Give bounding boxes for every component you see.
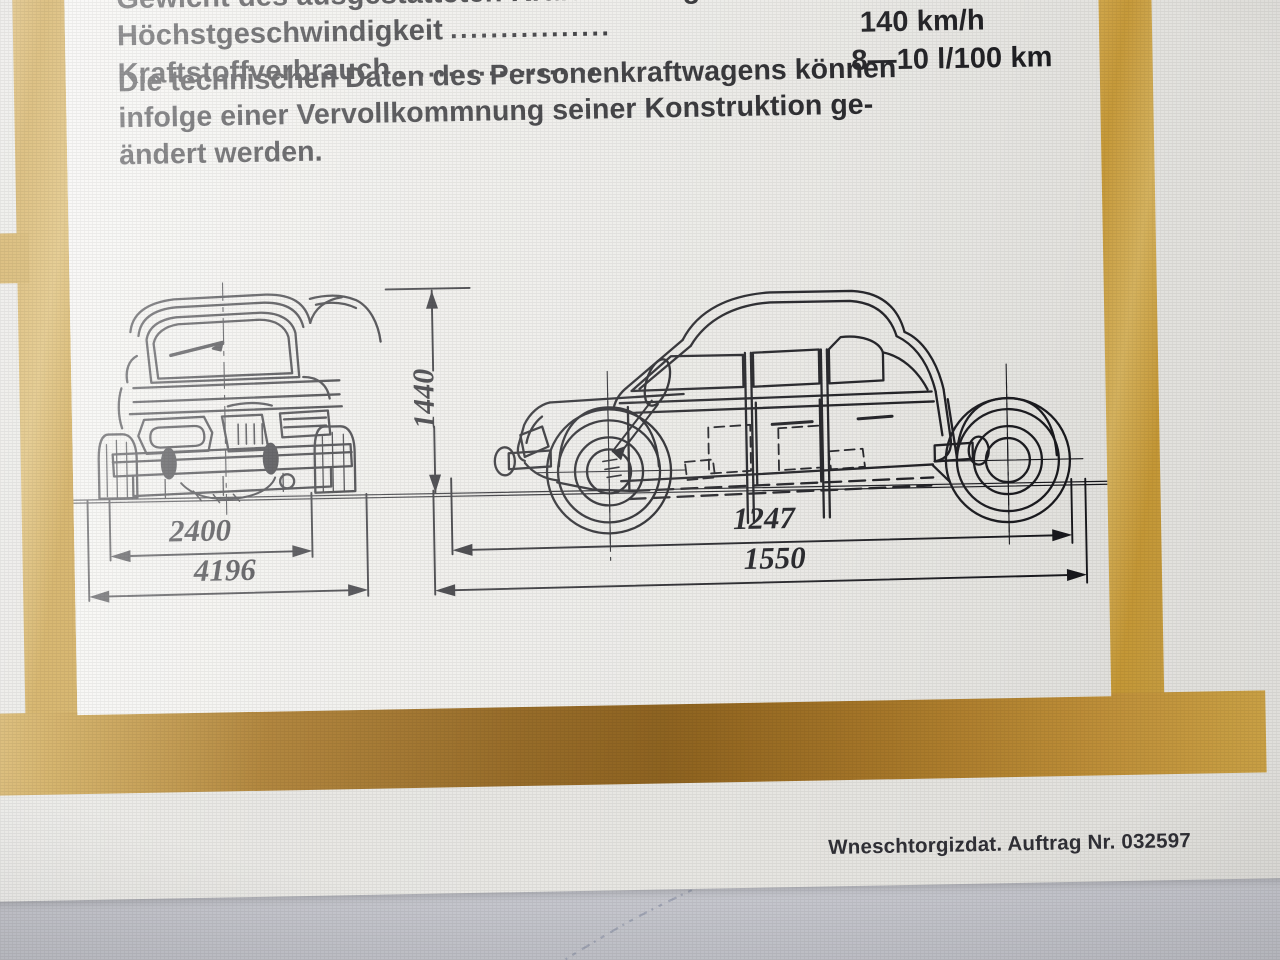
disclaimer-note: Die technischen Daten des Personenkraftw… bbox=[117, 48, 1024, 174]
technical-drawing: 1440 2400 bbox=[69, 266, 1111, 655]
spec-value: 140 km/h bbox=[859, 4, 986, 40]
rear-view-drawing bbox=[97, 273, 382, 515]
dimension-label-length: 4196 bbox=[192, 552, 256, 588]
dimension-label-height: 1440 bbox=[407, 368, 441, 429]
brochure-page: Höhe ............................... 144… bbox=[0, 0, 1280, 903]
content-panel: Höhe ............................... 144… bbox=[62, 0, 1112, 716]
dimension-drawing-svg: 1440 2400 bbox=[69, 273, 1108, 603]
spec-leader-dots: ................ bbox=[449, 11, 612, 45]
gold-frame-left-spur bbox=[0, 232, 30, 286]
dimension-label-wheelbase: 2400 bbox=[168, 512, 232, 548]
dimension-label-track: 1247 bbox=[733, 500, 797, 536]
dimension-label-width: 1550 bbox=[743, 540, 806, 576]
spec-label: Höchstgeschwindigkeit bbox=[116, 14, 444, 53]
